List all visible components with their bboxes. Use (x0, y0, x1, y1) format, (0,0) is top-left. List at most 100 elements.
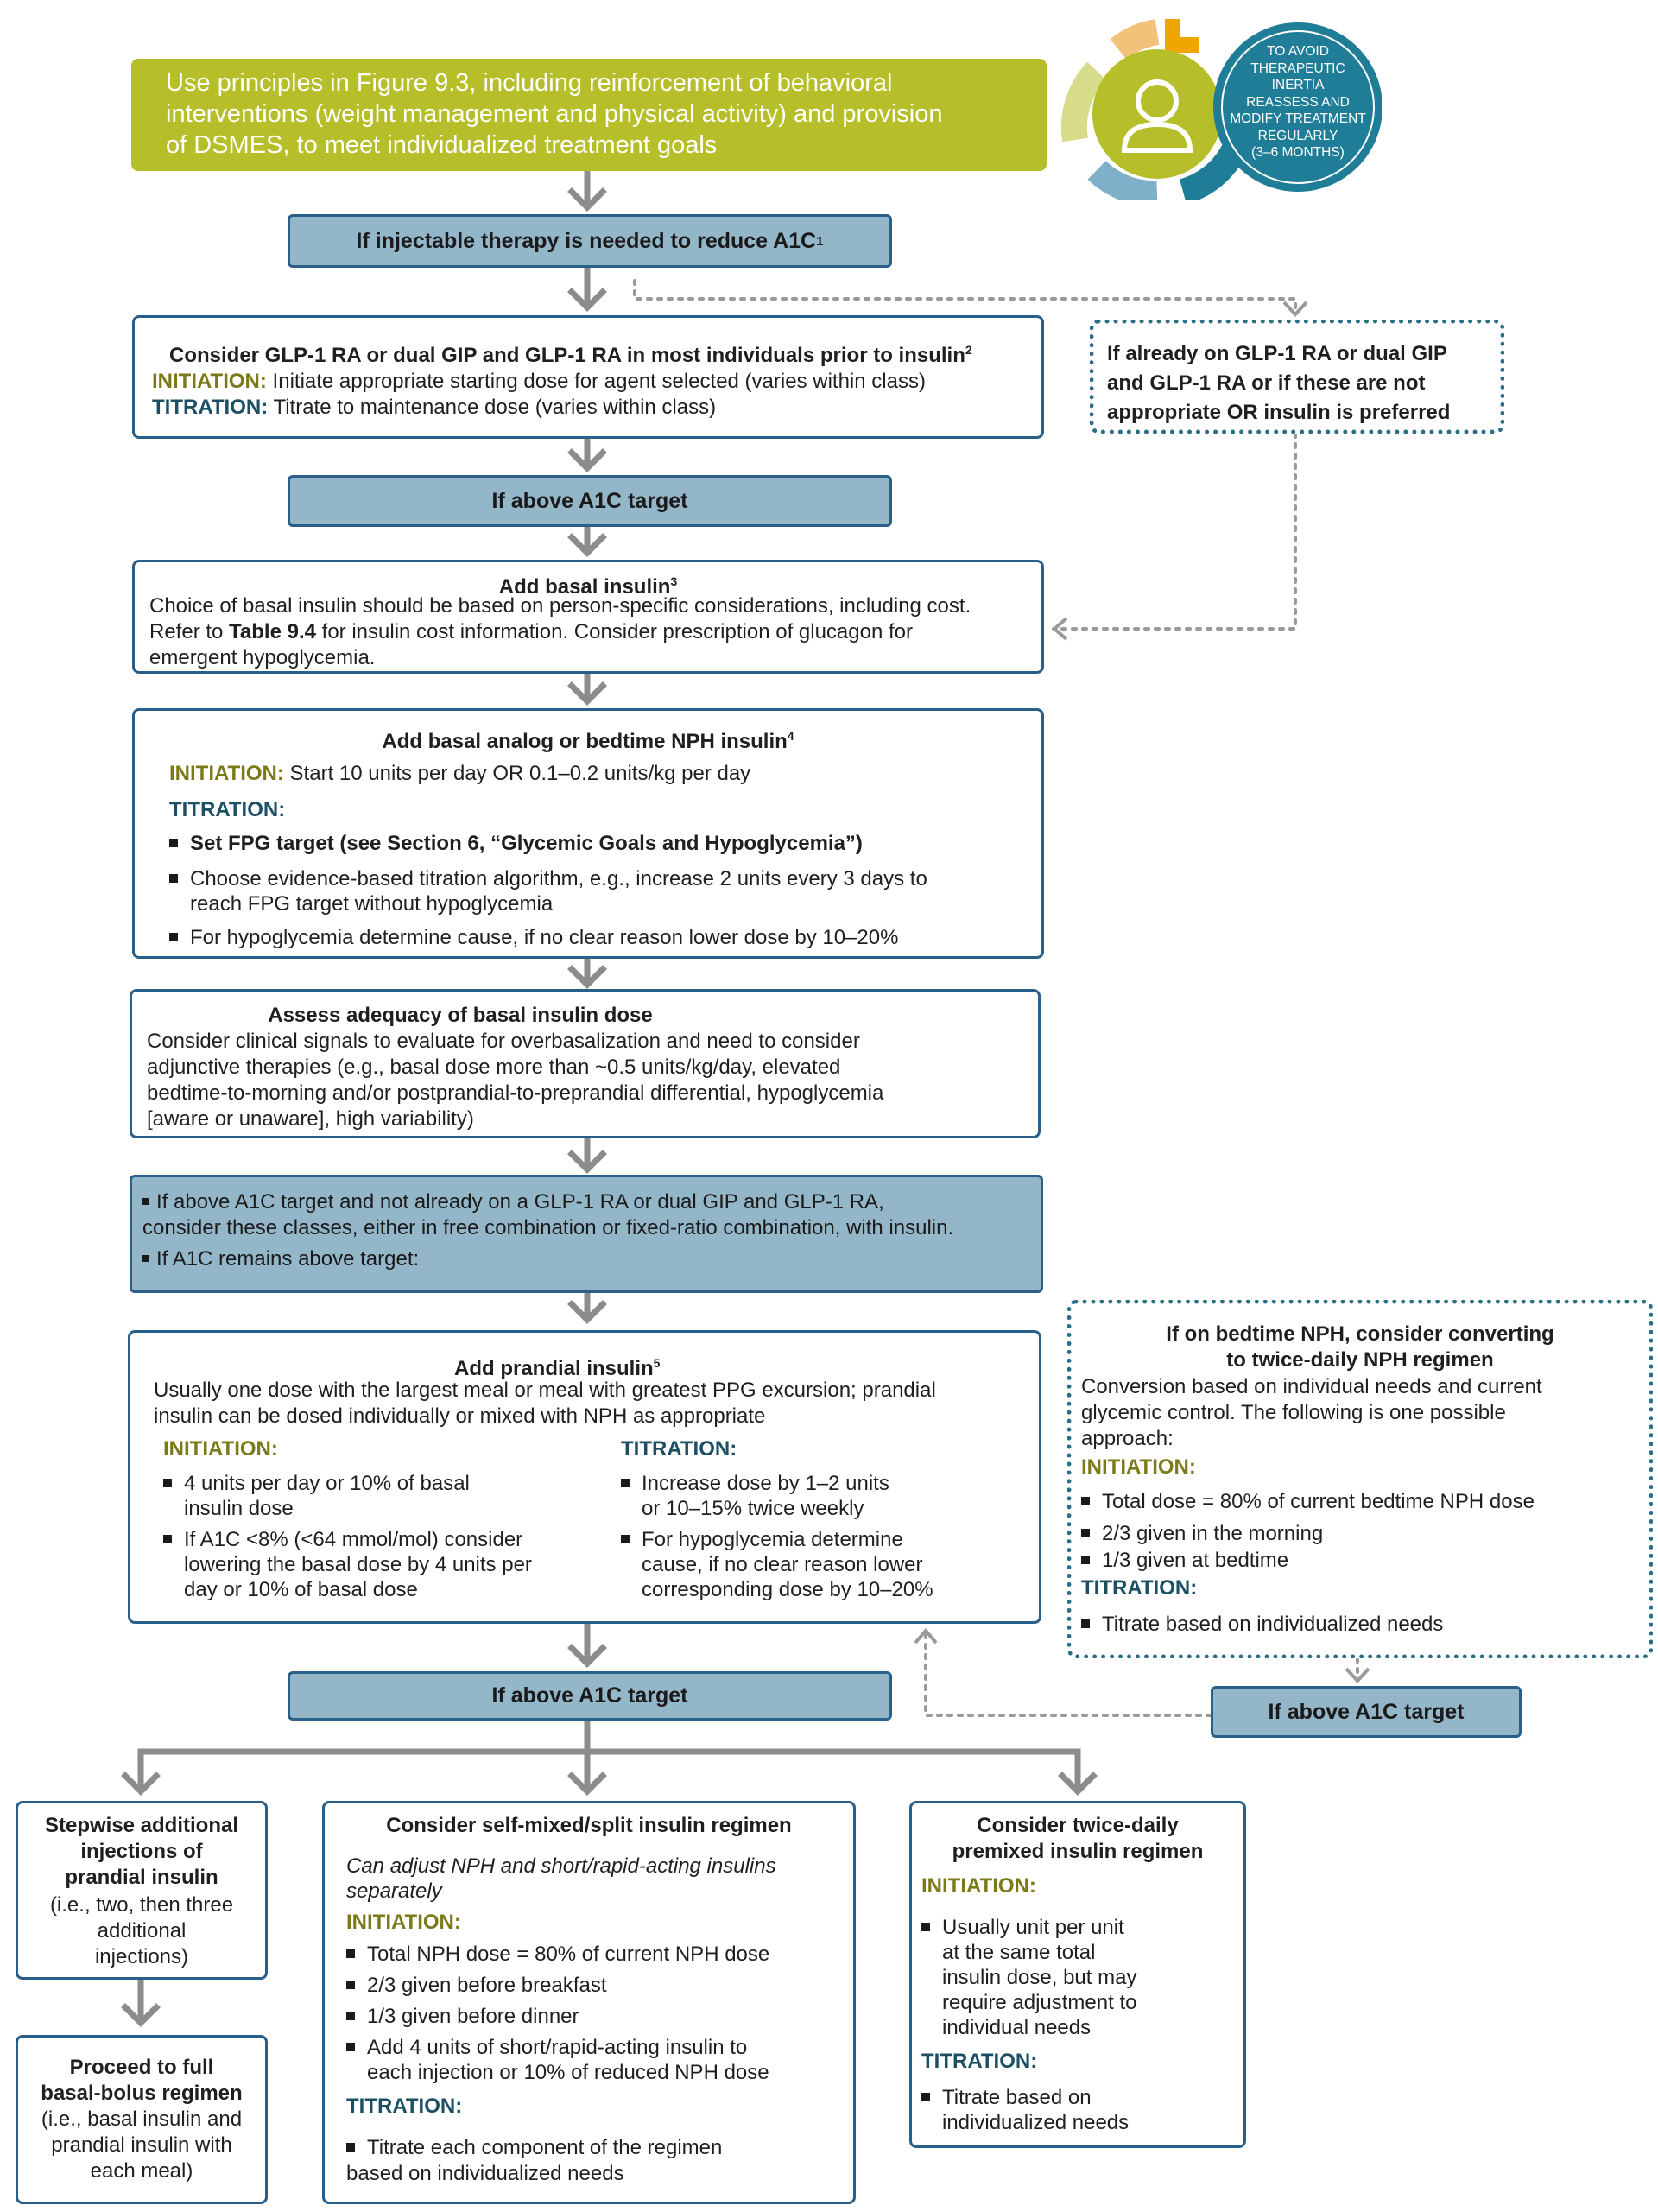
badge-line: MODIFY TREATMENT (1230, 111, 1366, 126)
basal-bolus-sub: prandial insulin with (51, 2133, 232, 2157)
premixed-bullet-cont: individualized needs (942, 2111, 1130, 2134)
basal-bolus-sub: each meal) (90, 2159, 193, 2183)
adequacy-line: bedtime-to-morning and/or postprandial-t… (147, 1081, 884, 1105)
intro-line-3: of DSMES, to meet individualized treatme… (166, 131, 718, 159)
intro-box: Use principles in Figure 9.3, including … (131, 59, 1047, 171)
bedtime-nph-bullet: Total dose = 80% of current bedtime NPH … (1081, 1489, 1535, 1515)
badge-line: TO AVOID (1267, 44, 1329, 59)
bedtime-nph-bullet: Titrate based on individualized needs (1081, 1612, 1443, 1638)
classes-bullet-1: If above A1C target and not already on a… (142, 1189, 884, 1215)
stepwise-line: injections of (80, 1840, 203, 1863)
self-mixed-bullet-cont: based on individualized needs (346, 2162, 624, 2185)
inertia-badge-text: TO AVOID THERAPEUTIC INERTIA REASSESS AN… (1212, 43, 1384, 162)
bedtime-nph-title-2: to twice-daily NPH regimen (1226, 1348, 1494, 1372)
prandial-init-bullet-2-cont: lowering the basal dose by 4 units per (184, 1553, 532, 1576)
stepwise-sub: additional (97, 1919, 187, 1943)
adequacy-line: Consider clinical signals to evaluate fo… (147, 1030, 860, 1053)
premixed-bullet-1: Usually unit per unit (921, 1915, 1124, 1941)
bedtime-nph-titration-label: TITRATION: (1081, 1576, 1198, 1600)
basal-analog-nph-box: Add basal analog or bedtime NPH insulin4… (132, 708, 1044, 959)
self-mixed-initiation-label: INITIATION: (346, 1911, 461, 1934)
glp1-titration: TITRATION: Titrate to maintenance dose (… (152, 396, 717, 419)
self-mixed-note: separately (346, 1879, 442, 1903)
bedtime-nph-bullet: 1/3 given at bedtime (1081, 1548, 1288, 1574)
prandial-titration-label: TITRATION: (621, 1437, 737, 1461)
prandial-init-bullet-2-cont: day or 10% of basal dose (184, 1578, 418, 1601)
prandial-tit-bullet-2-cont: corresponding dose by 10–20% (642, 1578, 933, 1601)
classes-bullet-2: If A1C remains above target: (142, 1246, 419, 1272)
prandial-init-bullet-1-cont: insulin dose (184, 1497, 294, 1520)
stepwise-prandial-box: Stepwise additional injections of prandi… (16, 1801, 268, 1980)
basal-line-2: Refer to Table 9.4 for insulin cost info… (149, 620, 913, 643)
basal-title: Add basal insulin3 (498, 574, 678, 599)
already-on-line: If already on GLP-1 RA or dual GIP (1107, 342, 1447, 365)
premixed-title-2: premixed insulin regimen (952, 1840, 1204, 1863)
nph-initiation: INITIATION: Start 10 units per day OR 0.… (169, 762, 751, 785)
prandial-initiation-label: INITIATION: (163, 1437, 278, 1461)
glp1-title: Consider GLP-1 RA or dual GIP and GLP-1 … (169, 343, 972, 367)
intro-line-1: Use principles in Figure 9.3, including … (166, 69, 893, 97)
self-mixed-bullet: Titrate each component of the regimen (346, 2135, 722, 2161)
adequacy-title: Assess adequacy of basal insulin dose (268, 1004, 653, 1027)
stepwise-line: prandial insulin (65, 1866, 218, 1889)
basal-bolus-sub: (i.e., basal insulin and (41, 2107, 243, 2131)
basal-insulin-box: Add basal insulin3 Choice of basal insul… (132, 560, 1044, 674)
already-on-glp1-box: If already on GLP-1 RA or dual GIP and G… (1090, 320, 1504, 434)
adequacy-line: adjunctive therapies (e.g., basal dose m… (147, 1055, 841, 1079)
nph-bullet-1: Set FPG target (see Section 6, “Glycemic… (169, 831, 863, 857)
injectable-needed-bar: If injectable therapy is needed to reduc… (288, 214, 892, 268)
premixed-twice-daily-box: Consider twice-daily premixed insulin re… (909, 1801, 1246, 2148)
person-icon (1121, 79, 1193, 153)
self-mixed-bullet: Total NPH dose = 80% of current NPH dose (346, 1942, 769, 1968)
prandial-tit-bullet-1: Increase dose by 1–2 units (621, 1471, 889, 1497)
assess-adequacy-box: Assess adequacy of basal insulin dose Co… (130, 989, 1041, 1138)
nph-bullet-3: For hypoglycemia determine cause, if no … (169, 925, 898, 951)
badge-line: REGULARLY (1257, 128, 1338, 143)
prandial-init-bullet-2: If A1C <8% (<64 mmol/mol) consider (163, 1527, 522, 1553)
self-mixed-split-box: Consider self-mixed/split insulin regime… (322, 1801, 856, 2204)
badge-line: (3–6 MONTHS) (1251, 145, 1345, 160)
glp1-box: Consider GLP-1 RA or dual GIP and GLP-1 … (132, 315, 1044, 439)
premixed-title-1: Consider twice-daily (977, 1814, 1179, 1837)
glp1-initiation: INITIATION: Initiate appropriate startin… (152, 370, 926, 393)
prandial-tit-bullet-2: For hypoglycemia determine (621, 1527, 903, 1553)
premixed-titration-label: TITRATION: (921, 2050, 1038, 2073)
nph-bullet-2: Choose evidence-based titration algorith… (169, 866, 927, 892)
self-mixed-bullet: Add 4 units of short/rapid-acting insuli… (346, 2035, 747, 2061)
stepwise-sub: injections) (94, 1945, 189, 1968)
footnote-ref: 1 (816, 233, 824, 249)
bedtime-nph-initiation-label: INITIATION: (1081, 1455, 1196, 1479)
basal-bolus-line: Proceed to full (69, 2056, 214, 2079)
bedtime-nph-intro: glycemic control. The following is one p… (1081, 1401, 1506, 1424)
adequacy-line: [aware or unaware], high variability) (147, 1107, 474, 1131)
badge-line: REASSESS AND (1246, 94, 1350, 110)
bedtime-nph-bullet: 2/3 given in the morning (1081, 1521, 1323, 1547)
arrowhead (567, 187, 607, 212)
badge-line: THERAPEUTIC (1250, 60, 1345, 76)
above-a1c-target-bar-2: If above A1C target (288, 1671, 892, 1721)
above-a1c-target-bar-1: If above A1C target (288, 475, 892, 527)
self-mixed-note: Can adjust NPH and short/rapid-acting in… (346, 1854, 776, 1878)
premixed-bullet-cont: insulin dose, but may (942, 1966, 1137, 1989)
self-mixed-title: Consider self-mixed/split insulin regime… (386, 1814, 792, 1837)
stepwise-sub: (i.e., two, then three (49, 1893, 234, 1917)
self-mixed-bullet-cont: each injection or 10% of reduced NPH dos… (367, 2061, 769, 2084)
basal-line-3: emergent hypoglycemia. (149, 646, 376, 669)
dotted-to-basal (1052, 432, 1297, 631)
reassess-cycle-graphic (1060, 19, 1382, 200)
basal-bolus-line: basal-bolus regimen (41, 2082, 243, 2105)
dotted-to-already-on (633, 279, 1297, 314)
above-a1c-target-bar-3: If above A1C target (1211, 1686, 1522, 1738)
self-mixed-bullet: 2/3 given before breakfast (346, 1973, 607, 1999)
premixed-bullet-cont: at the same total (942, 1941, 1096, 1964)
bedtime-nph-intro: approach: (1081, 1427, 1174, 1450)
consider-classes-box: If above A1C target and not already on a… (130, 1175, 1043, 1293)
badge-line: INERTIA (1271, 78, 1325, 92)
classes-bullet-1-cont: consider these classes, either in free c… (142, 1216, 954, 1239)
bedtime-nph-title-1: If on bedtime NPH, consider converting (1166, 1322, 1554, 1346)
prandial-tit-bullet-2-cont: cause, if no clear reason lower (642, 1553, 923, 1576)
prandial-intro-1: Usually one dose with the largest meal o… (154, 1379, 936, 1402)
intro-line-2: interventions (weight management and phy… (166, 100, 943, 128)
already-on-line: and GLP-1 RA or if these are not (1107, 371, 1426, 395)
prandial-title: Add prandial insulin5 (454, 1356, 661, 1380)
